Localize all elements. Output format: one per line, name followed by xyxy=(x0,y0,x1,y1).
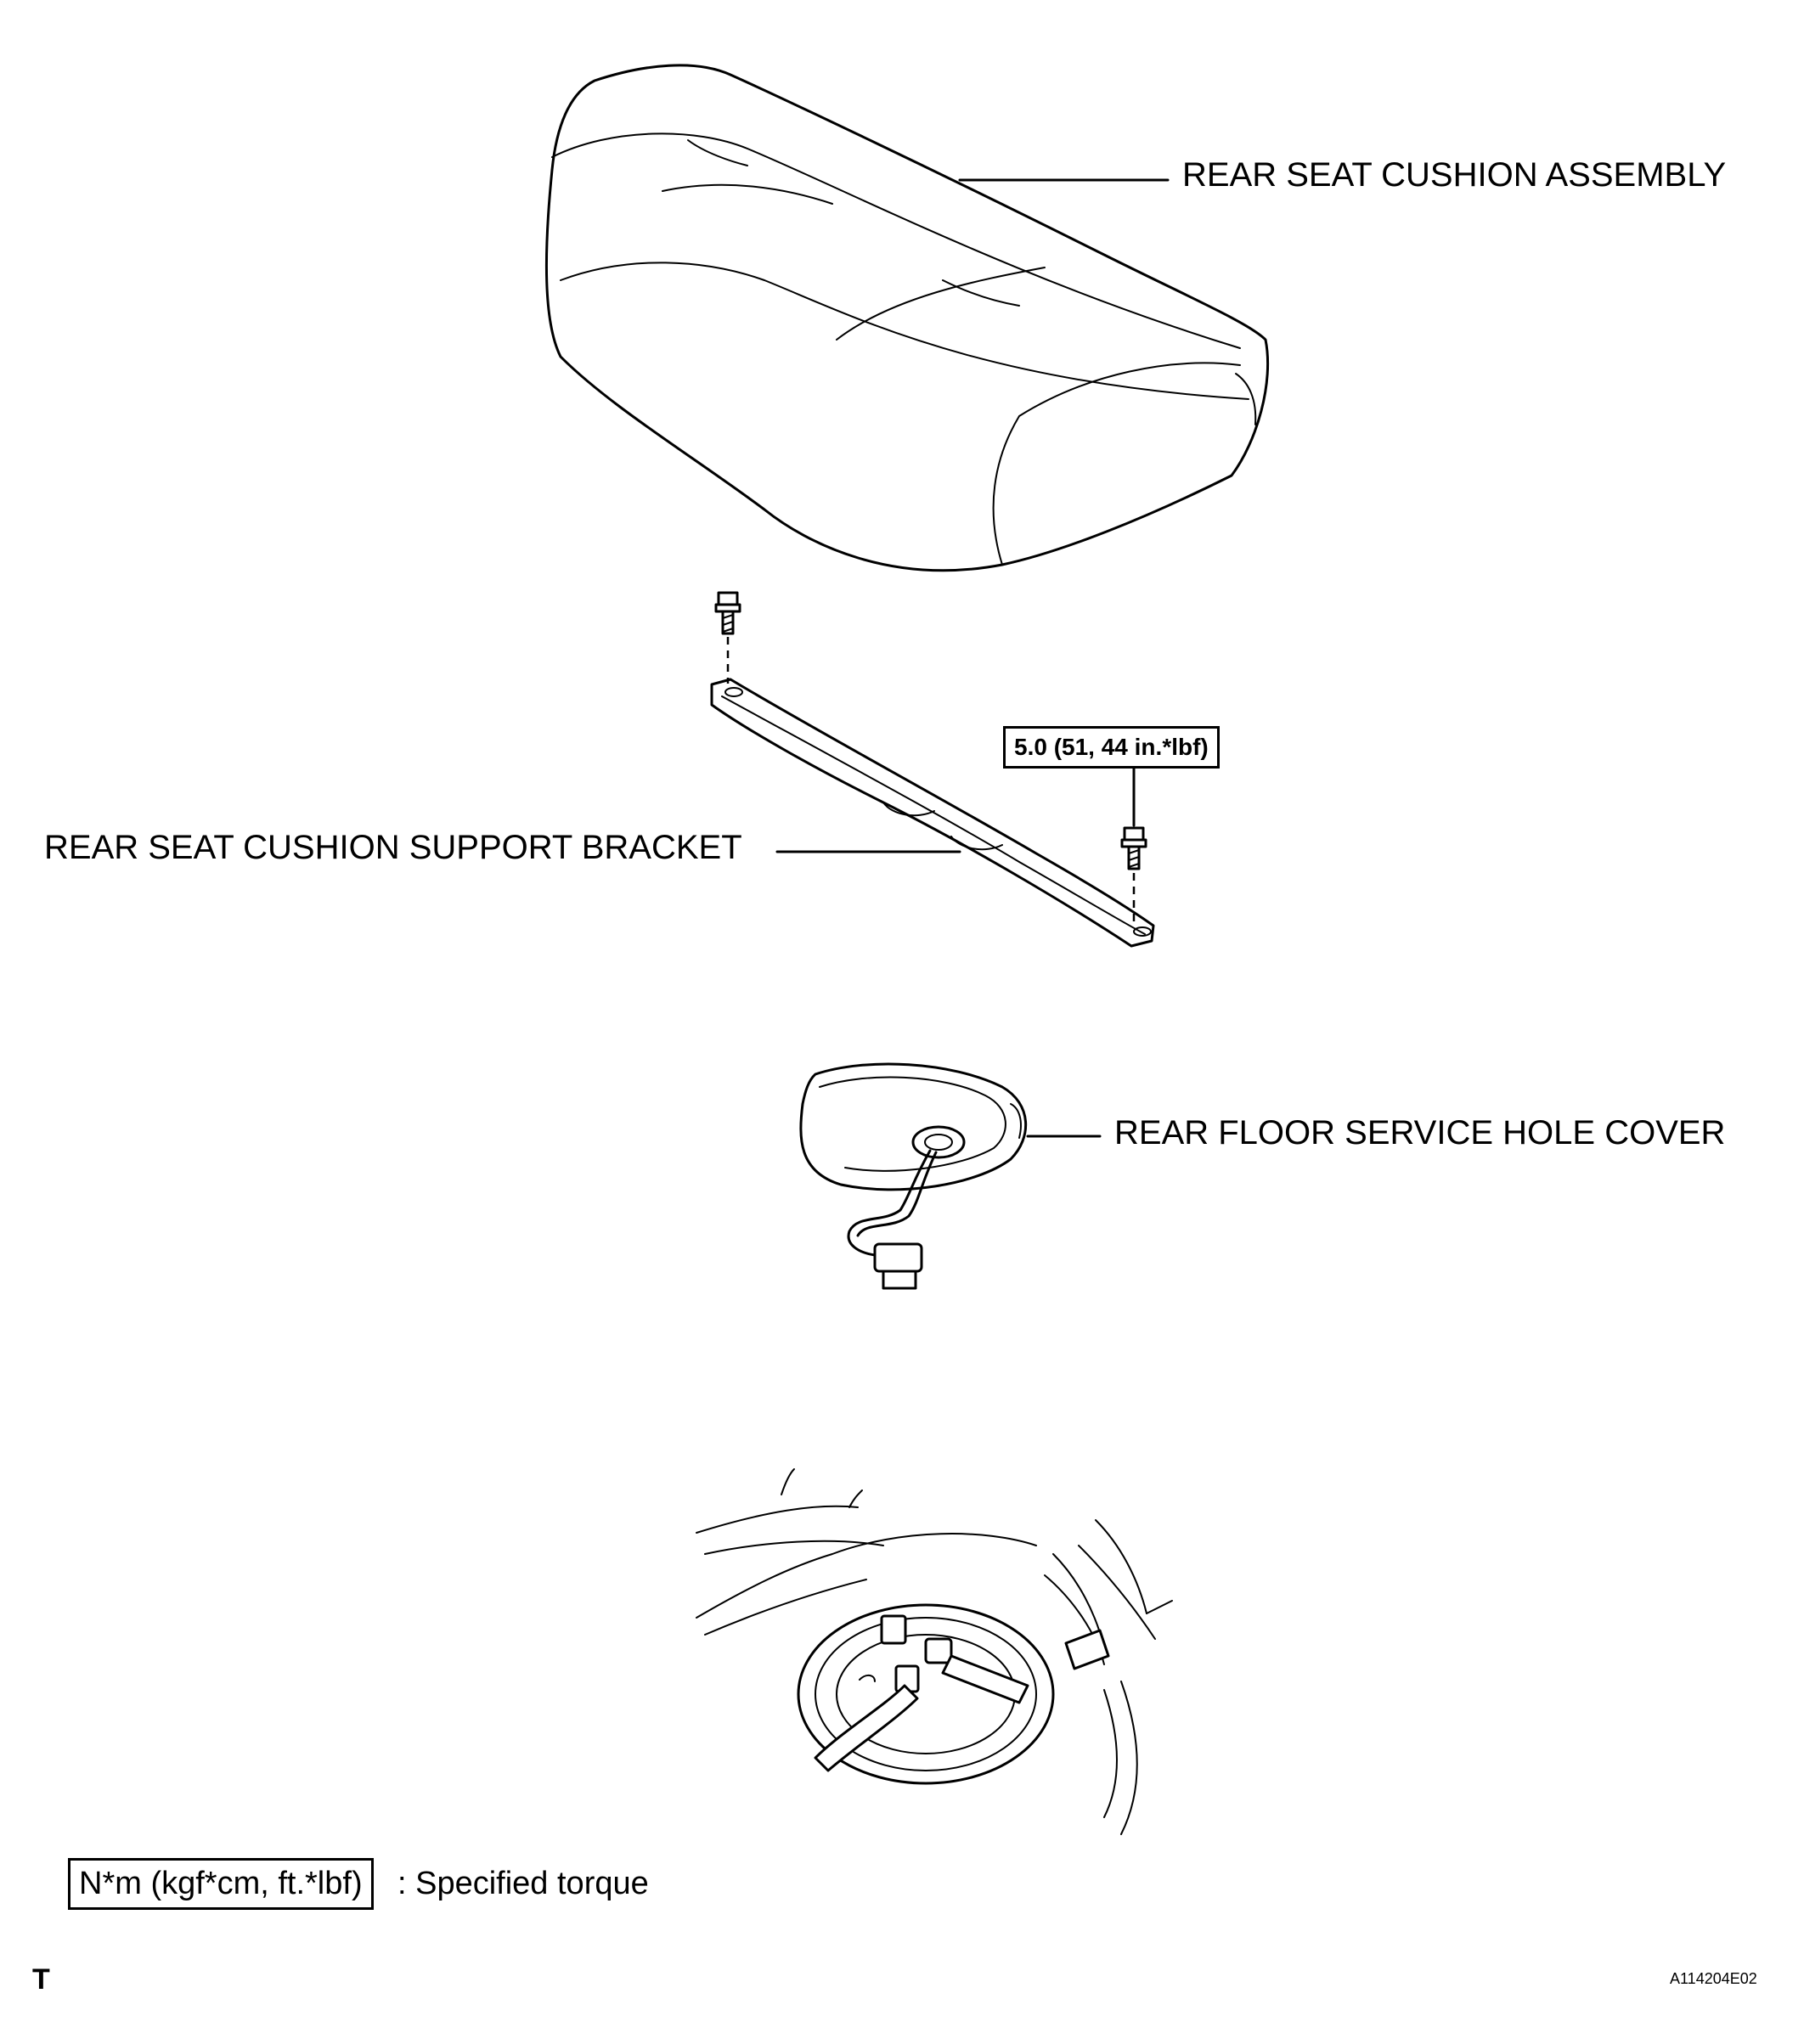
torque-legend-description: : Specified torque xyxy=(397,1866,649,1901)
bracket-drawing xyxy=(710,678,1155,948)
support-bracket-label: REAR SEAT CUSHION SUPPORT BRACKET xyxy=(44,829,742,866)
bolt-upper-left xyxy=(714,591,741,635)
seat-cushion-label: REAR SEAT CUSHION ASSEMBLY xyxy=(1182,156,1727,194)
seat-cushion-drawing xyxy=(544,64,1270,572)
service-hole-cover-drawing xyxy=(799,1062,1028,1290)
torque-legend-box: N*m (kgf*cm, ft.*lbf) xyxy=(68,1858,374,1910)
bracket-bolt-torque-box: 5.0 (51, 44 in.*lbf) xyxy=(1003,726,1220,769)
bolt-right xyxy=(1120,826,1147,870)
corner-mark: T xyxy=(32,1963,50,1996)
floor-area-drawing xyxy=(696,1468,1173,1835)
figure-id: A114204E02 xyxy=(1670,1970,1757,1987)
service-hole-cover-label: REAR FLOOR SERVICE HOLE COVER xyxy=(1114,1114,1726,1152)
